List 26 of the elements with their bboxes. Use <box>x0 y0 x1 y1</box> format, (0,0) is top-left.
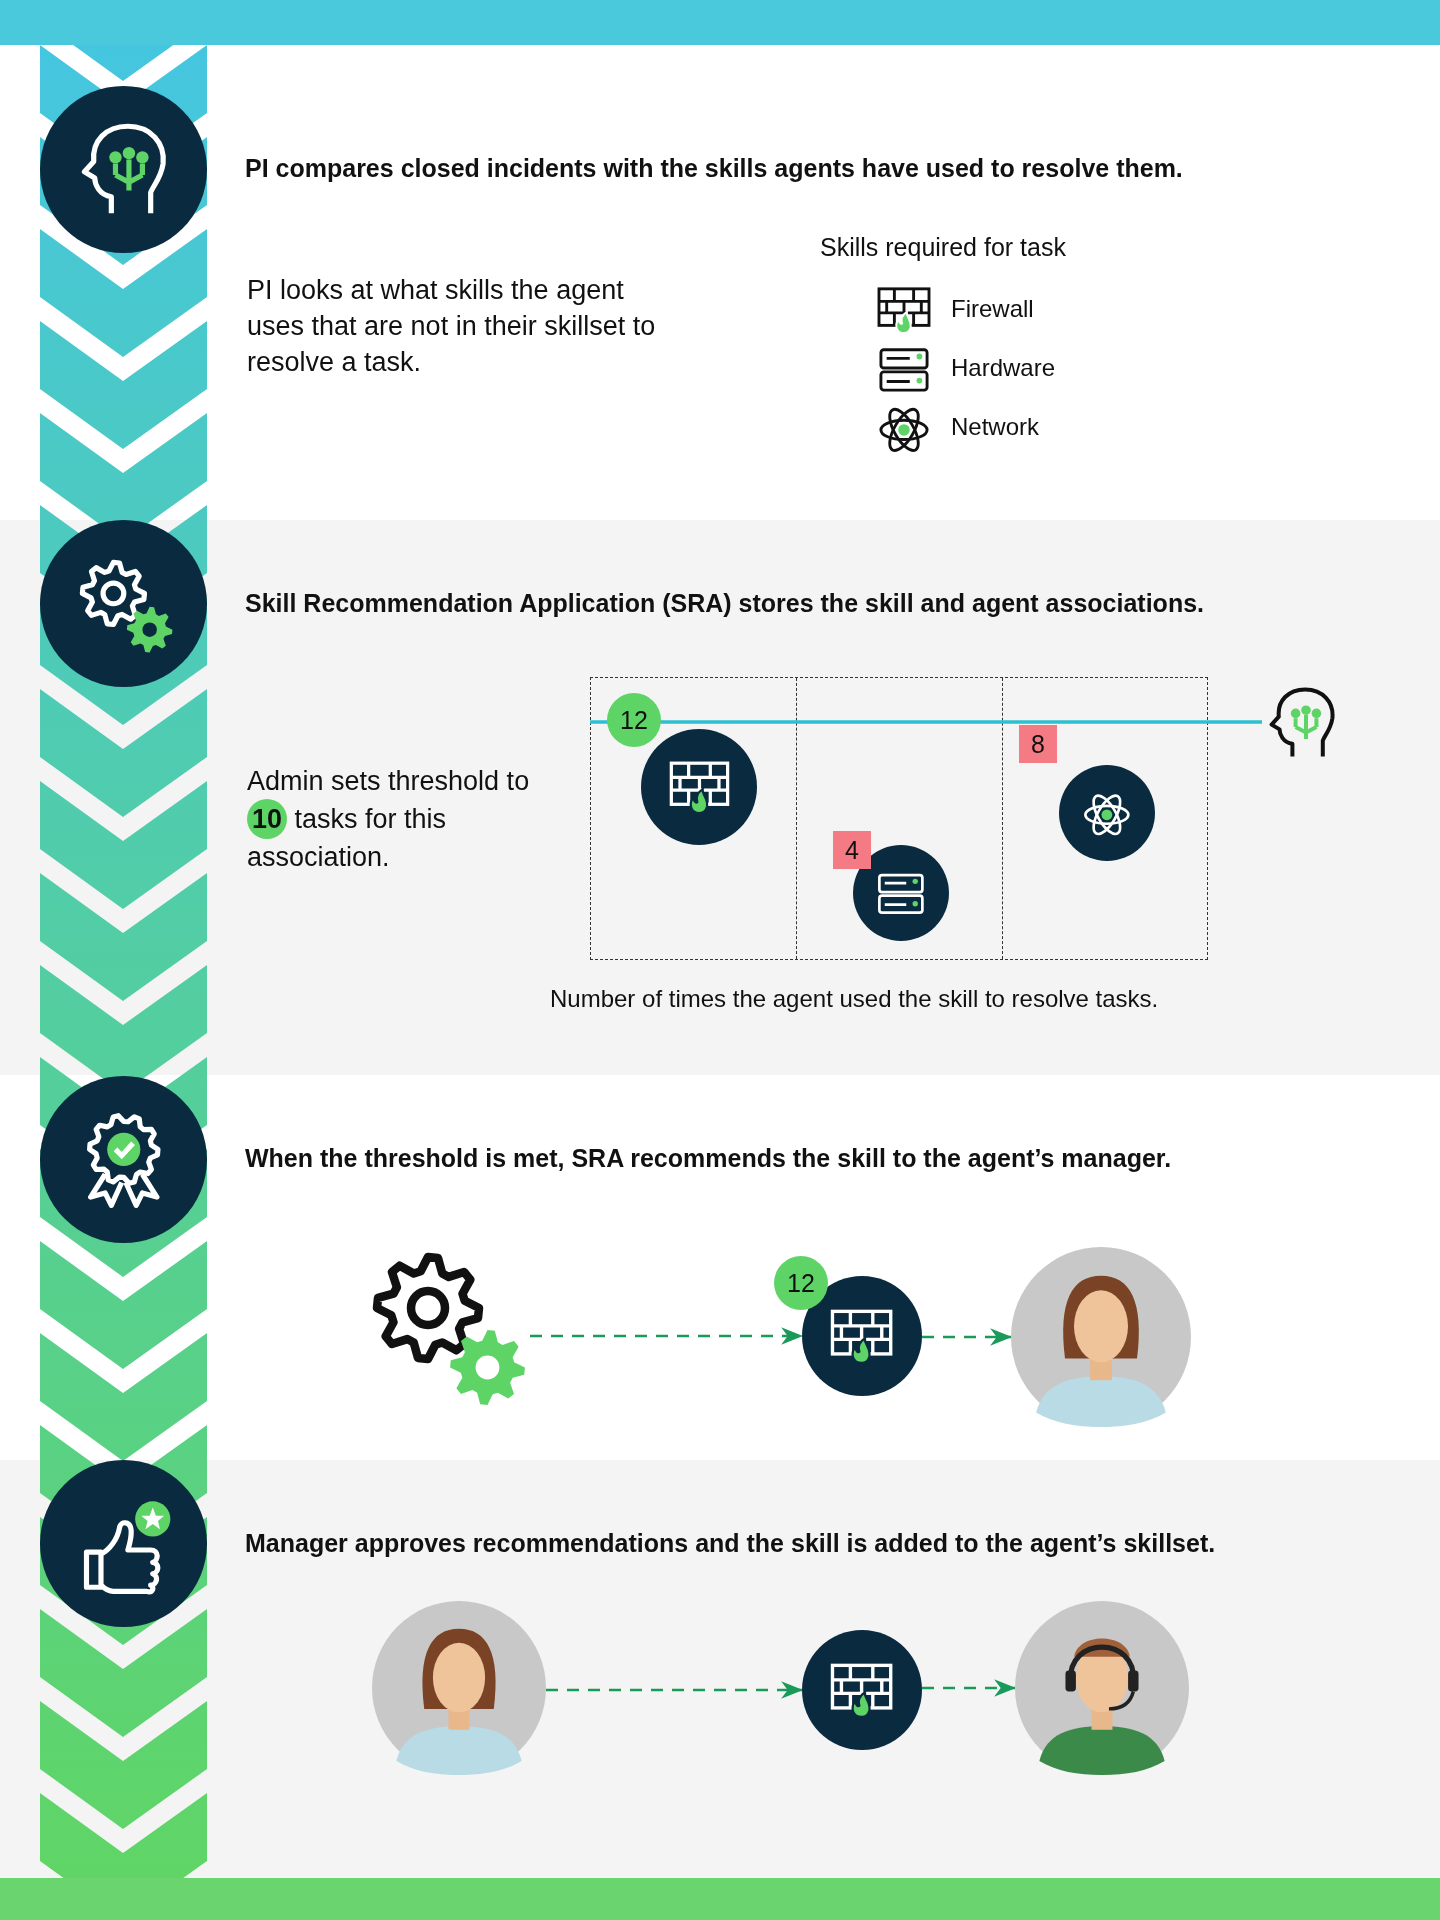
legend-title: Skills required for task <box>820 233 1066 262</box>
dashed-arrow <box>922 1679 1017 1697</box>
dashed-arrow <box>922 1328 1013 1346</box>
count-badge: 12 <box>774 1256 828 1310</box>
step-description: PI looks at what skills the agent uses that are not in their skillset to resolve a task. <box>247 274 657 379</box>
count-badge: 12 <box>607 693 661 747</box>
legend-label: Hardware <box>951 354 1056 382</box>
count-badge: 8 <box>1019 725 1057 763</box>
manager-avatar <box>1011 1247 1191 1427</box>
agent-avatar <box>1015 1601 1189 1775</box>
dashed-arrow <box>530 1327 804 1345</box>
legend-label: Network <box>951 413 1040 441</box>
threshold-line <box>590 720 1262 724</box>
section-panel <box>0 1460 1440 1878</box>
step-description: Admin sets threshold to 10 tasks for this association. <box>247 765 531 874</box>
step-heading: Manager approves recommendations and the skill is added to the agent’s skillset. <box>245 1528 1217 1559</box>
count-badge: 4 <box>833 831 871 869</box>
usage-chart-frame <box>590 677 1208 960</box>
step-heading: PI compares closed incidents with the skills agents have used to resolve them. <box>245 153 1184 184</box>
step-heading: Skill Recommendation Application (SRA) stores the skill and agent associations. <box>245 588 1205 619</box>
dashed-arrow <box>546 1681 804 1699</box>
legend-label: Firewall <box>951 295 1034 323</box>
step-heading: When the threshold is met, SRA recommends the skill to the agent’s manager. <box>245 1143 1173 1174</box>
chart-caption: Number of times the agent used the skill to resolve tasks. <box>550 985 1159 1013</box>
manager-avatar <box>372 1601 546 1775</box>
section-panel <box>0 520 1440 1075</box>
